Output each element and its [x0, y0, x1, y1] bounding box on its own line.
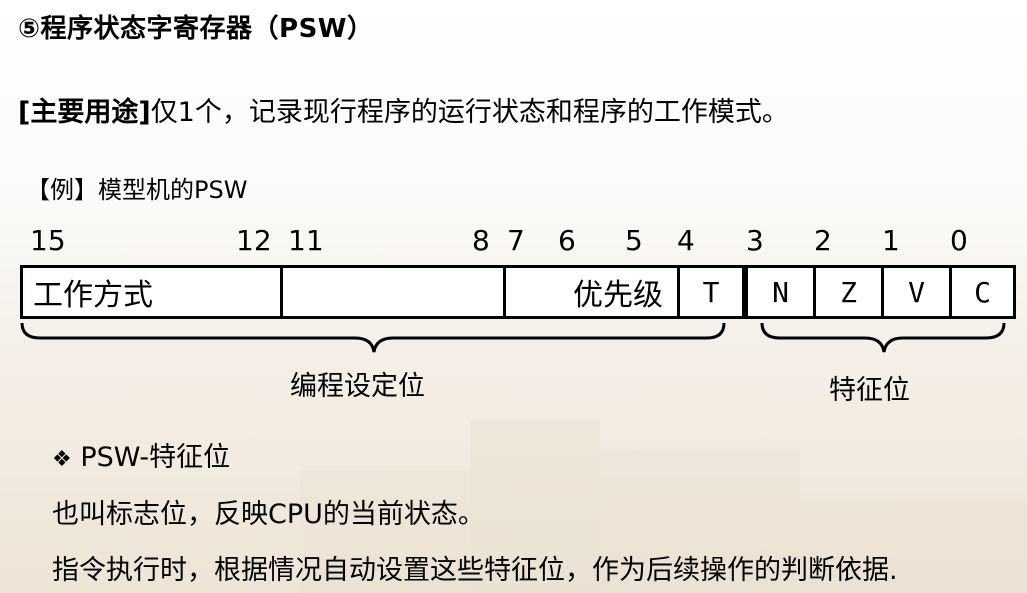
- diamond-bullet-icon: ❖: [52, 447, 72, 472]
- priority-field: 优先级: [506, 268, 680, 316]
- bit-number: 0: [950, 224, 968, 257]
- bullet-heading: ❖ PSW-特征位: [52, 435, 230, 474]
- example-title: 【例】模型机的PSW: [26, 176, 248, 204]
- psw-register: 工作方式 优先级 T N Z V C: [20, 265, 1016, 319]
- bit-number: 8: [472, 224, 490, 257]
- programmable-brace: [20, 322, 726, 353]
- reserved-field: [283, 268, 506, 316]
- bit-number: 15: [30, 224, 66, 257]
- bit-number: 12: [236, 224, 272, 257]
- mode-field: 工作方式: [23, 268, 283, 316]
- flag-t: T: [680, 268, 748, 316]
- bit-number: 4: [677, 224, 695, 257]
- paragraph: 也叫标志位，反映CPU的当前状态。: [52, 499, 485, 530]
- flag-v: V: [884, 268, 952, 316]
- bit-number: 11: [288, 224, 324, 257]
- bit-number: 3: [746, 224, 764, 257]
- bit-number: 2: [814, 224, 832, 257]
- bit-number: 6: [558, 224, 576, 257]
- usage-label: [主要用途]: [18, 97, 151, 128]
- page-title: ⑤程序状态字寄存器（PSW）: [18, 14, 374, 44]
- bit-number: 1: [882, 224, 900, 257]
- paragraph: 指令执行时，根据情况自动设置这些特征位，作为后续操作的判断依据.: [52, 555, 898, 586]
- bit-number: 7: [507, 224, 525, 257]
- priority-label: 优先级: [573, 278, 663, 313]
- flag-c: C: [974, 275, 991, 309]
- usage-line: [主要用途]仅1个，记录现行程序的运行状态和程序的工作模式。: [18, 90, 789, 129]
- flag-n: N: [748, 268, 816, 316]
- feature-bits-label: 特征位: [829, 375, 910, 406]
- programmable-bits-label: 编程设定位: [290, 371, 425, 402]
- bullet-text: PSW-特征位: [80, 442, 231, 473]
- flag-z: Z: [816, 268, 884, 316]
- usage-text: 仅1个，记录现行程序的运行状态和程序的工作模式。: [150, 97, 789, 128]
- bit-number: 5: [625, 224, 643, 257]
- mode-label: 工作方式: [33, 278, 153, 313]
- feature-brace: [760, 322, 1006, 353]
